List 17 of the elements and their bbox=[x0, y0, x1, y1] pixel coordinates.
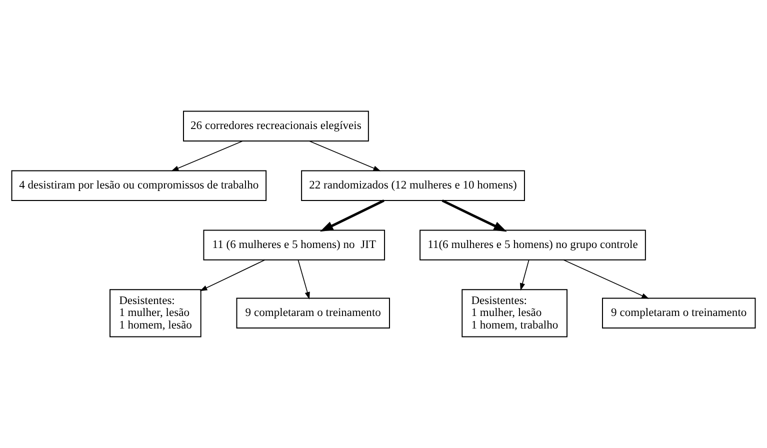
node-box: 22 randomizados (12 mulheres e 10 homens) bbox=[301, 170, 525, 201]
node-box: 9 completaram o treinamento bbox=[236, 298, 390, 329]
arrow bbox=[200, 260, 266, 292]
node-box: 26 corredores recreacionais elegíveis bbox=[183, 110, 369, 142]
node-box: Desistentes: 1 mulher, lesão 1 homem, lesão bbox=[110, 289, 202, 338]
arrow bbox=[320, 199, 384, 232]
arrow bbox=[298, 260, 310, 300]
arrow bbox=[442, 199, 507, 232]
arrow bbox=[520, 260, 530, 291]
node-box: 11(6 mulheres e 5 homens) no grupo controle bbox=[420, 230, 646, 260]
node-box: 4 desistiram por lesão ou compromissos de trabalho bbox=[11, 170, 267, 201]
arrow bbox=[309, 140, 381, 172]
node-box: 9 completaram o treinamento bbox=[602, 298, 756, 329]
node-box: 11 (6 mulheres e 5 homens) no JIT bbox=[203, 230, 386, 260]
arrow bbox=[171, 140, 243, 172]
node-box: Desistentes: 1 mulher, lesão 1 homem, trabalho bbox=[462, 289, 568, 338]
arrow bbox=[563, 260, 650, 299]
